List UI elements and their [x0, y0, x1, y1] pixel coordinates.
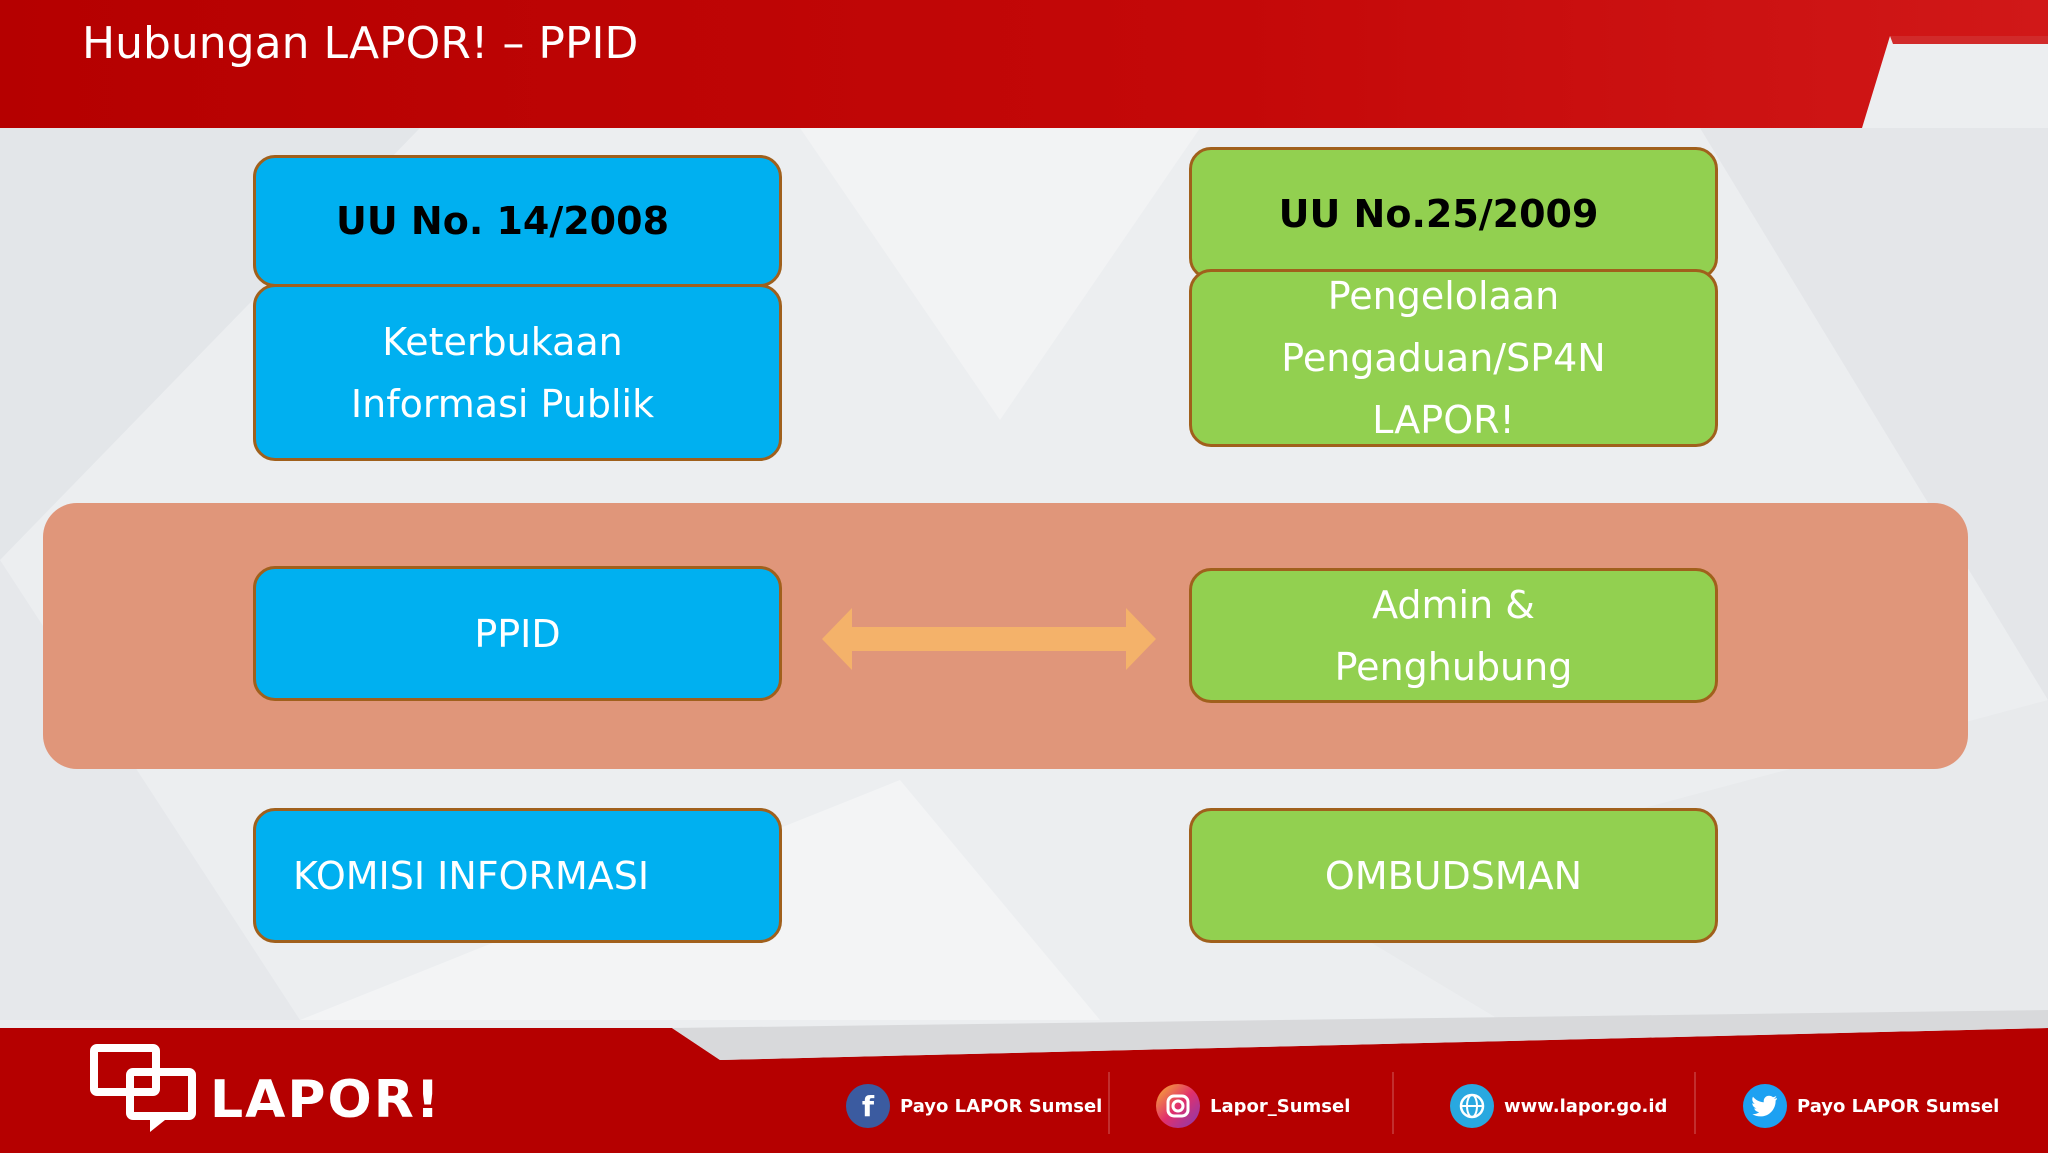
admin-penghubung-box: Admin & Penghubung	[1189, 568, 1718, 703]
footer-link-label: Payo LAPOR Sumsel	[900, 1095, 1103, 1117]
footer-divider	[1108, 1072, 1110, 1134]
footer-link-label: www.lapor.go.id	[1504, 1095, 1668, 1117]
facebook-icon: f	[846, 1084, 890, 1128]
komisi-informasi-box: KOMISI INFORMASI	[253, 808, 782, 943]
footer-link-label: Lapor_Sumsel	[1210, 1095, 1351, 1117]
footer-divider	[1694, 1072, 1696, 1134]
instagram-icon	[1156, 1084, 1200, 1128]
slide-title: Hubungan LAPOR! – PPID	[82, 18, 639, 69]
ppid-label: PPID	[474, 611, 561, 656]
footer-link-instagram[interactable]: Lapor_Sumsel	[1156, 1084, 1351, 1128]
law-subject-right: Pengelolaan Pengaduan/SP4N LAPOR!	[1281, 274, 1606, 442]
footer-band	[0, 1028, 2048, 1153]
admin-penghubung-label: Admin & Penghubung	[1334, 582, 1573, 689]
double-arrow-icon	[822, 608, 1156, 670]
ombudsman-label: OMBUDSMAN	[1324, 853, 1583, 898]
komisi-informasi-label: KOMISI INFORMASI	[293, 853, 650, 898]
footer-link-label: Payo LAPOR Sumsel	[1797, 1095, 2000, 1117]
ppid-box: PPID	[253, 566, 782, 701]
globe-icon	[1450, 1084, 1494, 1128]
law-subject-box-right: Pengelolaan Pengaduan/SP4N LAPOR!	[1189, 269, 1718, 447]
header-band	[0, 0, 2048, 128]
footer-link-website[interactable]: www.lapor.go.id	[1450, 1084, 1668, 1128]
twitter-icon	[1743, 1084, 1787, 1128]
footer-link-facebook[interactable]: f Payo LAPOR Sumsel	[846, 1084, 1103, 1128]
law-subject-box-left: Keterbukaan Informasi Publik	[253, 284, 782, 461]
law-heading-box-left: UU No. 14/2008	[253, 155, 782, 287]
law-heading-right: UU No.25/2009	[1278, 191, 1599, 236]
footer-divider	[1392, 1072, 1394, 1134]
law-subject-left: Keterbukaan Informasi Publik	[350, 319, 655, 426]
lapor-logo-text: LAPOR!	[210, 1070, 442, 1130]
footer-link-twitter[interactable]: Payo LAPOR Sumsel	[1743, 1084, 2000, 1128]
law-heading-left: UU No. 14/2008	[335, 199, 670, 243]
law-heading-box-right: UU No.25/2009	[1189, 147, 1718, 280]
lapor-logo-icon	[90, 1044, 196, 1132]
ombudsman-box: OMBUDSMAN	[1189, 808, 1718, 943]
